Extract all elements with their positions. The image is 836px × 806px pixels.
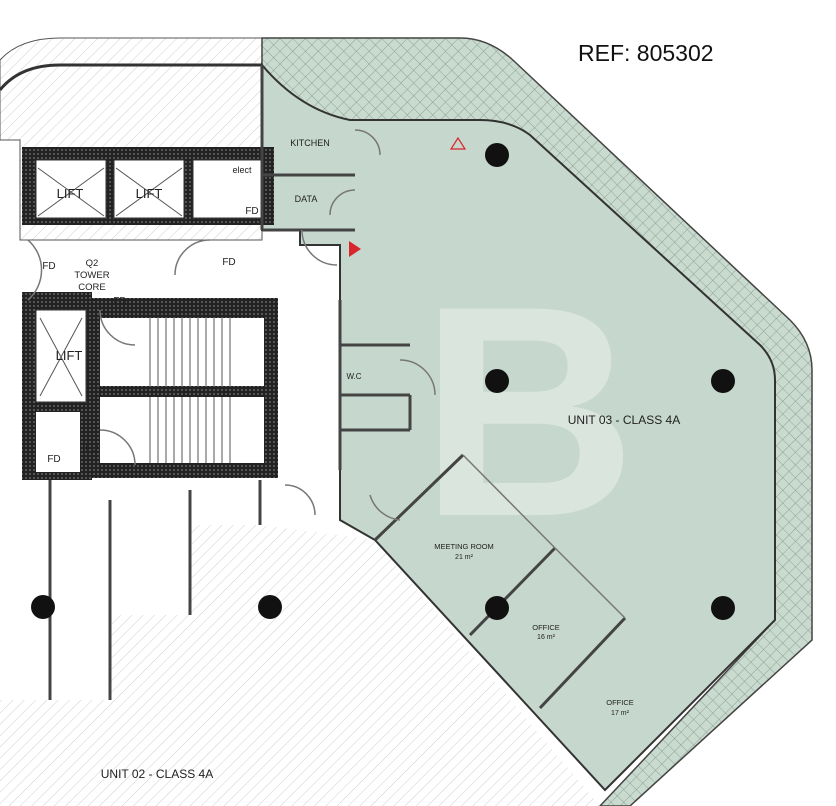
label-office-2: OFFICE	[606, 698, 634, 707]
label-fd: FD	[47, 454, 60, 465]
label-elect: elect	[232, 165, 252, 175]
column	[31, 595, 55, 619]
label-core-tower: TOWER	[74, 270, 109, 281]
label-fd: FD	[245, 206, 258, 217]
label-unit-02: UNIT 02 - CLASS 4A	[101, 767, 214, 781]
label-wc: W.C	[346, 372, 361, 381]
entrance-arrow-icon	[349, 241, 361, 257]
label-office-1: OFFICE	[532, 623, 560, 632]
label-office-2-area: 17 m²	[611, 710, 630, 717]
label-fd: FD	[42, 261, 55, 272]
label-core-q2: Q2	[86, 258, 99, 269]
column	[485, 369, 509, 393]
label-data: DATA	[295, 194, 318, 204]
watermark-logo: B	[420, 243, 637, 579]
label-meeting-room-area: 21 m²	[455, 554, 474, 561]
label-meeting-room: MEETING ROOM	[434, 542, 494, 551]
label-fd: FD	[85, 443, 98, 454]
label-unit-03: UNIT 03 - CLASS 4A	[568, 413, 681, 427]
unit-03-area	[261, 62, 776, 792]
columns	[31, 143, 735, 620]
exterior-wall-top	[0, 63, 262, 91]
column	[485, 596, 509, 620]
label-core-core: CORE	[78, 282, 105, 293]
label-lift-2: LIFT	[136, 186, 163, 201]
column	[711, 596, 735, 620]
warning-triangle-icon	[449, 136, 467, 150]
label-kitchen: KITCHEN	[290, 138, 330, 148]
label-lift-1: LIFT	[57, 186, 84, 201]
label-fd: FD	[113, 296, 126, 307]
label-office-1-area: 16 m²	[537, 634, 556, 641]
column	[485, 143, 509, 167]
reference-number: REF: 805302	[578, 40, 714, 66]
column	[258, 595, 282, 619]
label-lift-3: LIFT	[56, 348, 83, 363]
hatched-area-bottom-left	[0, 520, 600, 806]
label-fd: FD	[222, 257, 235, 268]
column	[711, 369, 735, 393]
